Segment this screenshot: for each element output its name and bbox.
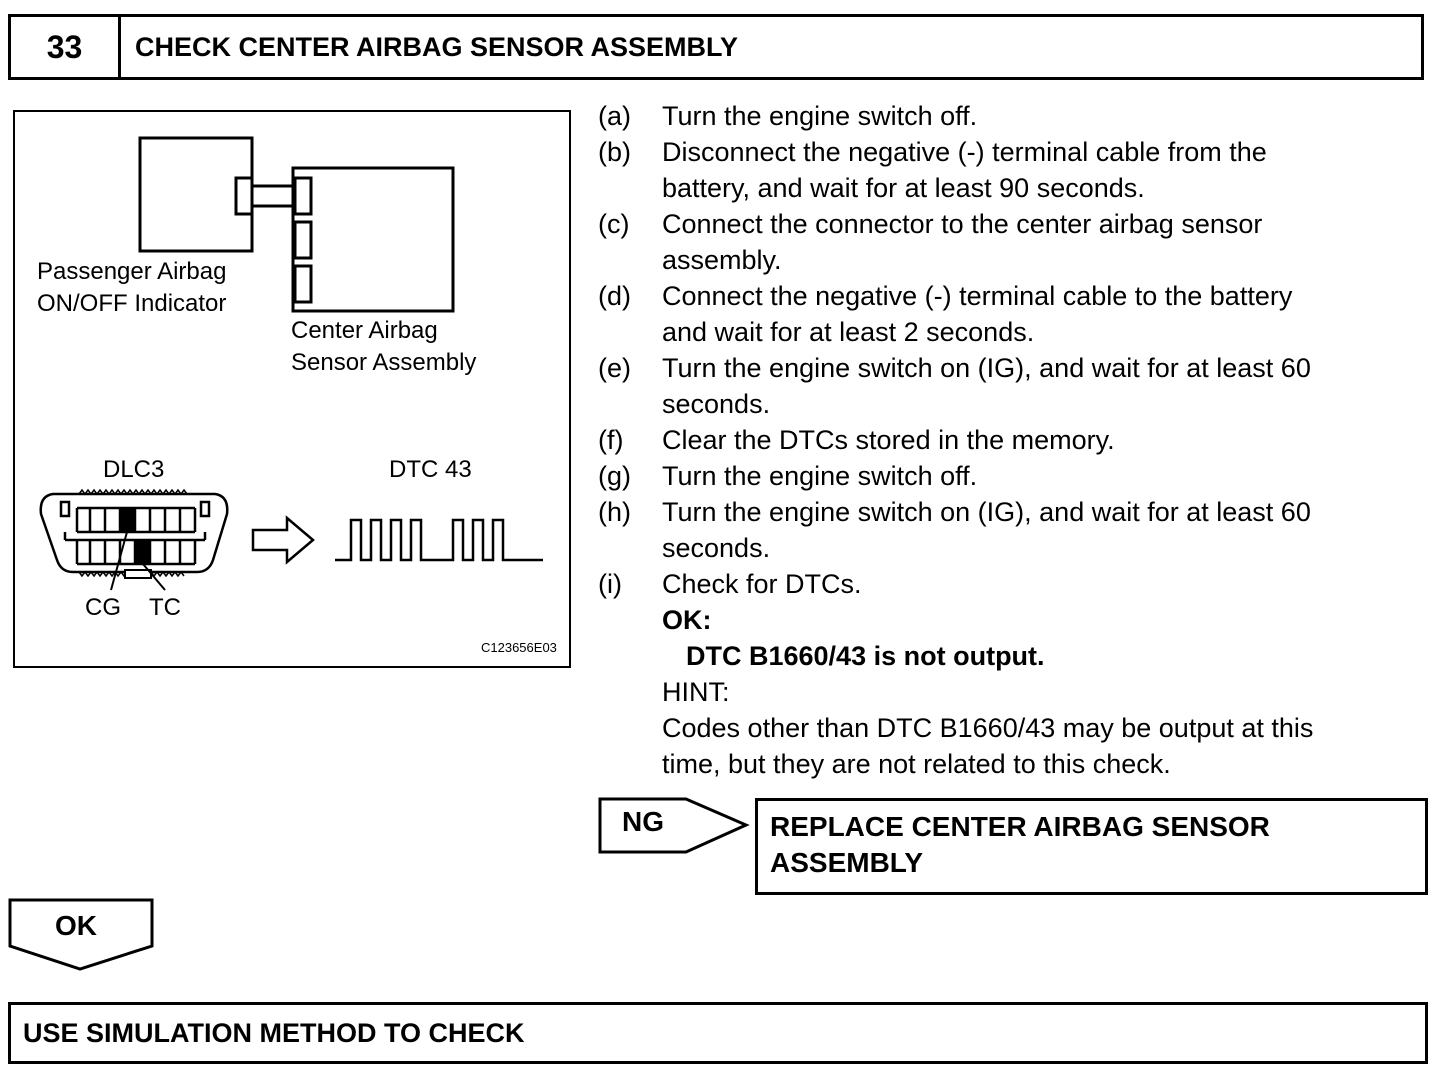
step-item: (g) Turn the engine switch off.	[598, 458, 1438, 494]
step-text: Turn the engine switch off.	[662, 461, 978, 491]
ng-action-line: REPLACE CENTER AIRBAG SENSOR	[770, 811, 1270, 842]
step-text: Connect the negative (-) terminal cable …	[662, 281, 1293, 311]
figure-code: C123656E03	[481, 640, 557, 655]
dtc-label: DTC 43	[389, 456, 472, 483]
procedure-steps: (a) Turn the engine switch off. (b) Disc…	[598, 98, 1438, 782]
step-letter: (d)	[598, 281, 631, 311]
step-text: Connect the connector to the center airb…	[662, 209, 1263, 239]
ng-arrow-icon	[598, 797, 750, 854]
step-item: (a) Turn the engine switch off.	[598, 98, 1438, 134]
indicator-label-2: ON/OFF Indicator	[37, 290, 227, 317]
step-text: Disconnect the negative (-) terminal cab…	[662, 137, 1267, 167]
illustration: Passenger Airbag ON/OFF Indicator Center…	[13, 110, 571, 668]
sensor-label-2: Sensor Assembly	[291, 349, 477, 376]
step-letter: (i)	[598, 569, 622, 599]
ok-heading: OK:	[662, 605, 712, 635]
step-title: CHECK CENTER AIRBAG SENSOR ASSEMBLY	[135, 31, 739, 62]
hint-heading: HINT:	[662, 677, 730, 707]
ng-action-line: ASSEMBLY	[770, 847, 924, 878]
arrow-right-icon	[251, 515, 315, 565]
step-header: 33 CHECK CENTER AIRBAG SENSOR ASSEMBLY	[8, 14, 1424, 80]
step-text-cont: and wait for at least 2 seconds.	[662, 317, 1035, 347]
step-letter: (h)	[598, 497, 631, 527]
step-text: Turn the engine switch off.	[662, 101, 978, 131]
step-text: Clear the DTCs stored in the memory.	[662, 425, 1115, 455]
step-item: (d) Connect the negative (-) terminal ca…	[598, 278, 1438, 314]
step-item: (c) Connect the connector to the center …	[598, 206, 1438, 242]
dlc3-connector-icon	[39, 488, 229, 578]
step-letter: (g)	[598, 461, 631, 491]
step-item: (e) Turn the engine switch on (IG), and …	[598, 350, 1438, 386]
step-text-cont: assembly.	[662, 245, 782, 275]
dlc3-label: DLC3	[103, 456, 165, 483]
ok-label: OK	[55, 910, 97, 941]
tc-label: TC	[149, 594, 181, 621]
cg-label: CG	[85, 594, 121, 621]
step-letter: (f)	[598, 425, 624, 455]
sensor-box	[291, 166, 455, 313]
ng-label: NG	[622, 806, 664, 837]
step-text: Turn the engine switch on (IG), and wait…	[662, 353, 1311, 383]
step-letter: (b)	[598, 137, 631, 167]
hint-line: Codes other than DTC B1660/43 may be out…	[662, 713, 1314, 743]
step-text-cont: battery, and wait for at least 90 second…	[662, 173, 1145, 203]
ok-action-box: USE SIMULATION METHOD TO CHECK	[8, 1002, 1428, 1064]
step-letter: (e)	[598, 353, 631, 383]
step-text: Turn the engine switch on (IG), and wait…	[662, 497, 1311, 527]
diagram-drawing	[39, 136, 543, 591]
ok-condition: DTC B1660/43 is not output.	[686, 641, 1045, 671]
dtc-waveform	[335, 518, 543, 562]
step-text: Check for DTCs.	[662, 569, 862, 599]
step-number: 33	[11, 17, 121, 77]
step-item: (b) Disconnect the negative (-) terminal…	[598, 134, 1438, 170]
step-item: (h) Turn the engine switch on (IG), and …	[598, 494, 1438, 530]
step-text-cont: seconds.	[662, 533, 771, 563]
step-item: (f) Clear the DTCs stored in the memory.	[598, 422, 1438, 458]
step-letter: (a)	[598, 101, 631, 131]
ng-action-box: REPLACE CENTER AIRBAG SENSOR ASSEMBLY	[755, 798, 1428, 895]
hint-line: time, but they are not related to this c…	[662, 749, 1171, 779]
step-letter: (c)	[598, 209, 630, 239]
step-text-cont: seconds.	[662, 389, 771, 419]
sensor-label-1: Center Airbag	[291, 317, 438, 344]
step-item: (i) Check for DTCs.	[598, 566, 1438, 602]
ok-arrow-icon	[8, 898, 154, 971]
indicator-label-1: Passenger Airbag	[37, 258, 227, 285]
